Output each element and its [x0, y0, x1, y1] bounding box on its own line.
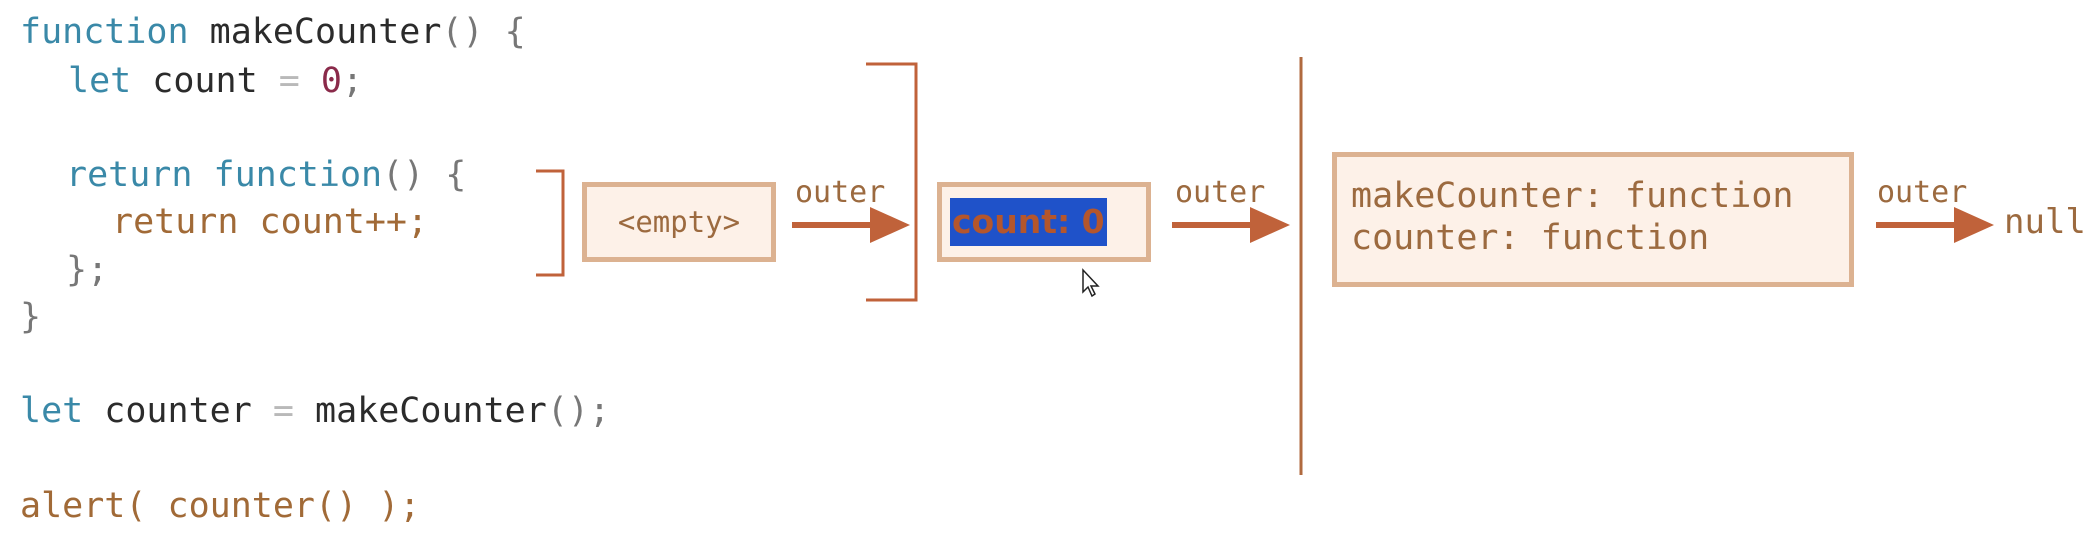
keyword-let: let: [68, 61, 132, 101]
mouse-cursor-icon: [1082, 268, 1100, 298]
counter-env-text-selected[interactable]: count: 0: [950, 198, 1107, 246]
makecounter-bracket: [866, 62, 918, 302]
code-line-let-count: let count = 0;: [68, 61, 363, 101]
inner-function-bracket: [536, 169, 565, 277]
inner-env-box: <empty>: [582, 182, 776, 262]
code-line-let-counter: let counter = makeCounter();: [20, 391, 610, 431]
code-line-return-count: return count++;: [112, 202, 429, 242]
variable-name: count: [131, 61, 279, 101]
counter-env-box: count: 0: [937, 182, 1151, 262]
function-call: makeCounter: [293, 391, 547, 431]
operator: =: [272, 391, 294, 431]
code-line-close-inner: };: [66, 250, 109, 290]
punctuation: () {: [441, 12, 526, 52]
outer-label-2: outer: [1175, 175, 1266, 210]
number-literal: 0: [299, 61, 342, 101]
operator: =: [278, 61, 300, 101]
global-env-box: makeCounter: function counter: function: [1332, 152, 1854, 287]
outer-arrow-2: [1172, 207, 1290, 243]
variable-name: counter: [83, 391, 273, 431]
code-line-alert: alert( counter() );: [20, 486, 421, 526]
keyword-let: let: [20, 391, 84, 431]
punctuation: ;: [341, 61, 364, 101]
outer-arrow-1: [792, 207, 910, 243]
code-line-return-function: return function() {: [66, 155, 466, 195]
punctuation: ();: [546, 391, 611, 431]
null-label: null: [2004, 202, 2086, 242]
code-line-function-decl: function makeCounter() {: [20, 12, 526, 52]
keyword-return: return: [66, 155, 193, 195]
code-line-close-outer: }: [20, 297, 42, 337]
global-env-makecounter: makeCounter: function: [1351, 176, 1794, 216]
function-name: makeCounter: [188, 12, 442, 52]
punctuation: () {: [382, 155, 467, 195]
inner-env-text: <empty>: [617, 205, 741, 239]
outer-label-1: outer: [795, 175, 886, 210]
outer-label-3: outer: [1877, 175, 1968, 210]
outer-arrow-3: [1876, 207, 1994, 243]
global-env-counter: counter: function: [1351, 218, 1710, 258]
keyword-function: function: [20, 12, 189, 52]
keyword-function: function: [192, 155, 383, 195]
